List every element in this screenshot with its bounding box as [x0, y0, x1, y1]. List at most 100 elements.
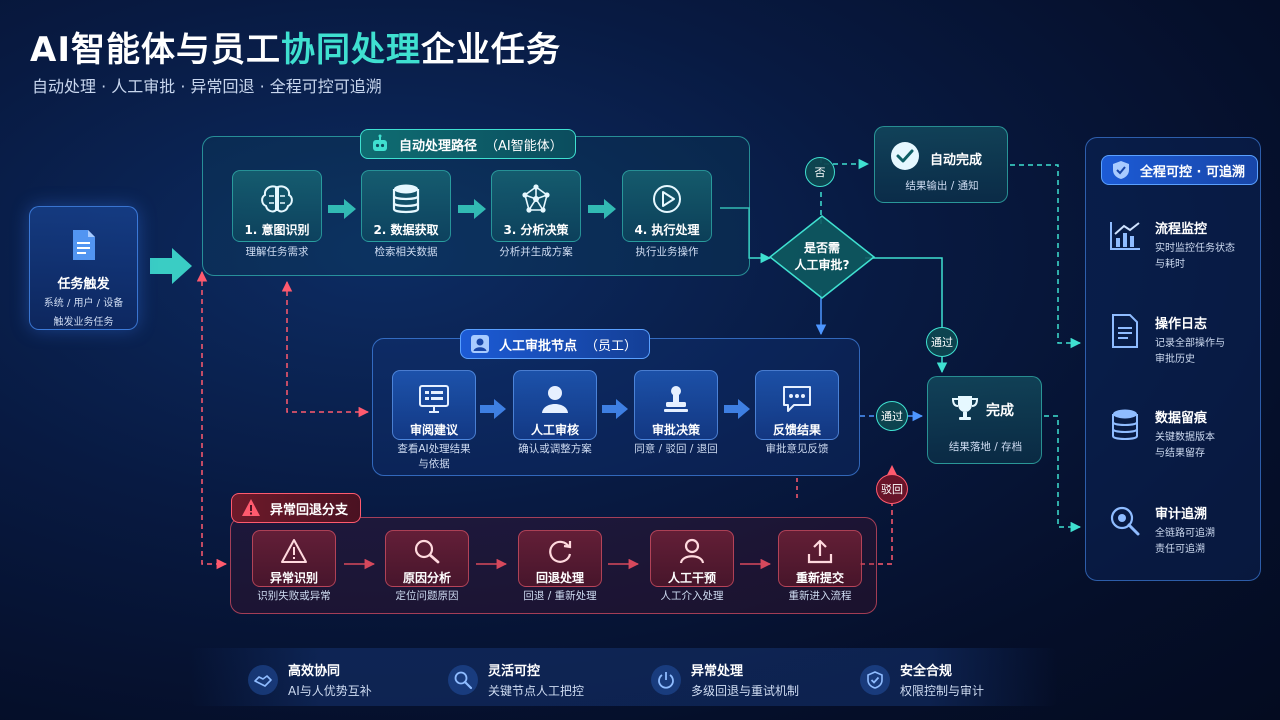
chart-icon — [1107, 218, 1143, 254]
step-detect-label: 异常识别 — [269, 571, 318, 585]
step-data-label: 2. 数据获取 — [373, 223, 439, 237]
check-circle-icon — [890, 141, 920, 175]
warning-icon — [274, 536, 314, 565]
trophy-icon — [950, 393, 980, 427]
connector-resubmit-reject — [860, 504, 893, 565]
final-complete-card[interactable]: 完成 结果落地 / 存档 — [927, 376, 1042, 464]
feature-collab-desc: AI与人优势互补 — [288, 684, 372, 698]
step-data[interactable]: 2. 数据获取 — [361, 170, 451, 242]
step-intent[interactable]: 1. 意图识别 — [232, 170, 322, 242]
step-rollback-label: 回退处理 — [535, 571, 584, 585]
auto-complete-card[interactable]: 自动完成 结果输出 / 通知 — [874, 126, 1008, 203]
step-data-desc: 检索相关数据 — [374, 246, 438, 258]
decision-line-1: 是否需 — [803, 241, 840, 255]
step-analysis[interactable]: 3. 分析决策 — [491, 170, 581, 242]
trigger-title: 任务触发 — [57, 277, 110, 292]
step-intervene[interactable]: 人工干预 — [650, 530, 734, 587]
connector-final-governance — [1044, 415, 1082, 533]
play-icon — [647, 181, 687, 217]
robot-icon — [369, 133, 391, 155]
final-complete-desc: 结果落地 / 存档 — [948, 441, 1023, 453]
database-icon — [1107, 407, 1143, 443]
gov-item-data[interactable]: 数据留痕关键数据版本与结果留存 — [1107, 407, 1215, 462]
step-execute-desc: 执行业务操作 — [635, 246, 699, 258]
human-lane-tag-label: 人工审批节点 — [499, 338, 578, 354]
step-execute-label: 4. 执行处理 — [634, 223, 700, 237]
error-lane-tag: 异常回退分支 — [231, 493, 362, 523]
feature-security-title: 安全合规 — [900, 664, 953, 679]
document-icon — [1107, 313, 1143, 349]
trigger-card[interactable]: 任务触发 系统 / 用户 / 设备 触发业务任务 — [29, 206, 138, 330]
governance-tag-label: 全程可控 · 可追溯 — [1140, 164, 1245, 180]
connector-auto-human — [281, 280, 370, 418]
step-audit-desc: 确认或调整方案 — [518, 443, 592, 455]
step-feedback[interactable]: 反馈结果 — [755, 370, 839, 440]
gov-item-audit[interactable]: 审计追溯全链路可追溯责任可追溯 — [1107, 503, 1215, 558]
decision-line-2: 人工审批? — [794, 258, 850, 272]
page-title: AI智能体与员工协同处理企业任务 — [30, 30, 561, 70]
feature-bar — [190, 648, 1058, 706]
step-feedback-label: 反馈结果 — [772, 423, 821, 437]
gov-monitor-desc: 实时监控任务状态与耗时 — [1155, 243, 1235, 270]
human-step-arrows — [480, 399, 750, 419]
feature-control-desc: 关键节点人工把控 — [488, 684, 585, 698]
shield-icon — [1110, 159, 1132, 181]
employee-icon — [469, 333, 491, 355]
step-execute[interactable]: 4. 执行处理 — [622, 170, 712, 242]
connector-autodone-governance — [1010, 164, 1082, 349]
step-audit[interactable]: 人工审核 — [513, 370, 597, 440]
gov-log-title: 操作日志 — [1155, 317, 1208, 332]
gov-item-log[interactable]: 操作日志记录全部操作与审批历史 — [1107, 313, 1225, 368]
step-review[interactable]: 审阅建议 — [392, 370, 476, 440]
step-cause-desc: 定位问题原因 — [395, 590, 459, 602]
gov-monitor-title: 流程监控 — [1155, 222, 1208, 237]
step-resubmit-desc: 重新进入流程 — [788, 590, 852, 602]
decision-node[interactable]: 是否需人工审批? — [779, 224, 865, 290]
trigger-arrow — [150, 248, 192, 284]
feature-control-title: 灵活可控 — [488, 664, 541, 679]
step-cause-label: 原因分析 — [402, 571, 451, 585]
final-complete-title: 完成 — [986, 403, 1014, 419]
auto-lane-tag-paren: （AI智能体） — [485, 138, 563, 154]
network-icon — [516, 181, 556, 217]
feature-exception-title: 异常处理 — [691, 664, 744, 679]
pass-pill-left: 通过 — [876, 401, 908, 431]
gov-data-desc: 关键数据版本与结果留存 — [1155, 432, 1215, 459]
step-detect-desc: 识别失败或异常 — [257, 590, 331, 602]
gov-data-title: 数据留痕 — [1155, 411, 1208, 426]
warning-triangle-icon — [240, 497, 262, 519]
auto-lane-tag-label: 自动处理路径 — [399, 138, 478, 154]
no-pill: 否 — [805, 157, 835, 187]
gov-item-monitor[interactable]: 流程监控实时监控任务状态与耗时 — [1107, 218, 1235, 273]
stamp-icon — [656, 381, 696, 417]
step-approve[interactable]: 审批决策 — [634, 370, 718, 440]
governance-tag: 全程可控 · 可追溯 — [1101, 155, 1258, 185]
step-intent-desc: 理解任务需求 — [245, 246, 309, 258]
step-intent-label: 1. 意图识别 — [244, 223, 310, 237]
feature-security-desc: 权限控制与审计 — [900, 684, 985, 698]
reject-pill: 驳回 — [876, 474, 908, 504]
step-cause[interactable]: 原因分析 — [385, 530, 469, 587]
step-review-label: 审阅建议 — [409, 423, 458, 437]
error-lane-tag-label: 异常回退分支 — [270, 502, 349, 518]
connector-left-loop — [196, 270, 228, 570]
pass-pill-right: 通过 — [926, 327, 958, 357]
upload-icon — [800, 536, 840, 565]
step-intervene-desc: 人工介入处理 — [660, 590, 724, 602]
human-lane-tag-paren: （员工） — [585, 338, 638, 354]
step-rollback[interactable]: 回退处理 — [518, 530, 602, 587]
step-audit-label: 人工审核 — [530, 423, 579, 437]
human-lane-tag: 人工审批节点 （员工） — [460, 329, 651, 359]
feature-security: 安全合规权限控制与审计 — [860, 660, 984, 699]
power-icon — [651, 664, 681, 695]
feature-collab-title: 高效协同 — [288, 664, 341, 679]
feature-exception: 异常处理多级回退与重试机制 — [651, 660, 799, 699]
auto-complete-desc: 结果输出 / 通知 — [905, 180, 979, 192]
gov-audit-title: 审计追溯 — [1155, 507, 1208, 522]
feature-control: 灵活可控关键节点人工把控 — [448, 660, 584, 699]
step-detect[interactable]: 异常识别 — [252, 530, 336, 587]
step-approve-label: 审批决策 — [651, 423, 700, 437]
trigger-desc-1: 系统 / 用户 / 设备 — [43, 298, 124, 309]
step-resubmit[interactable]: 重新提交 — [778, 530, 862, 587]
control-icon — [448, 664, 478, 695]
